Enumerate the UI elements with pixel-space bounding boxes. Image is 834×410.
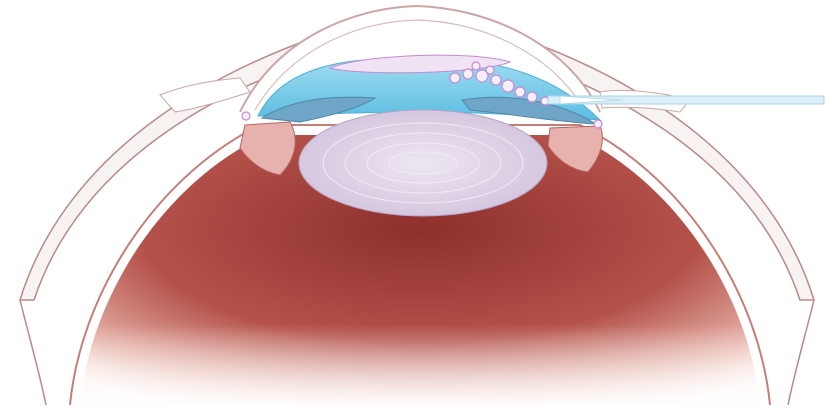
sclera-left-line bbox=[20, 300, 46, 405]
sclera-right-line bbox=[788, 300, 814, 405]
lens bbox=[299, 110, 547, 216]
